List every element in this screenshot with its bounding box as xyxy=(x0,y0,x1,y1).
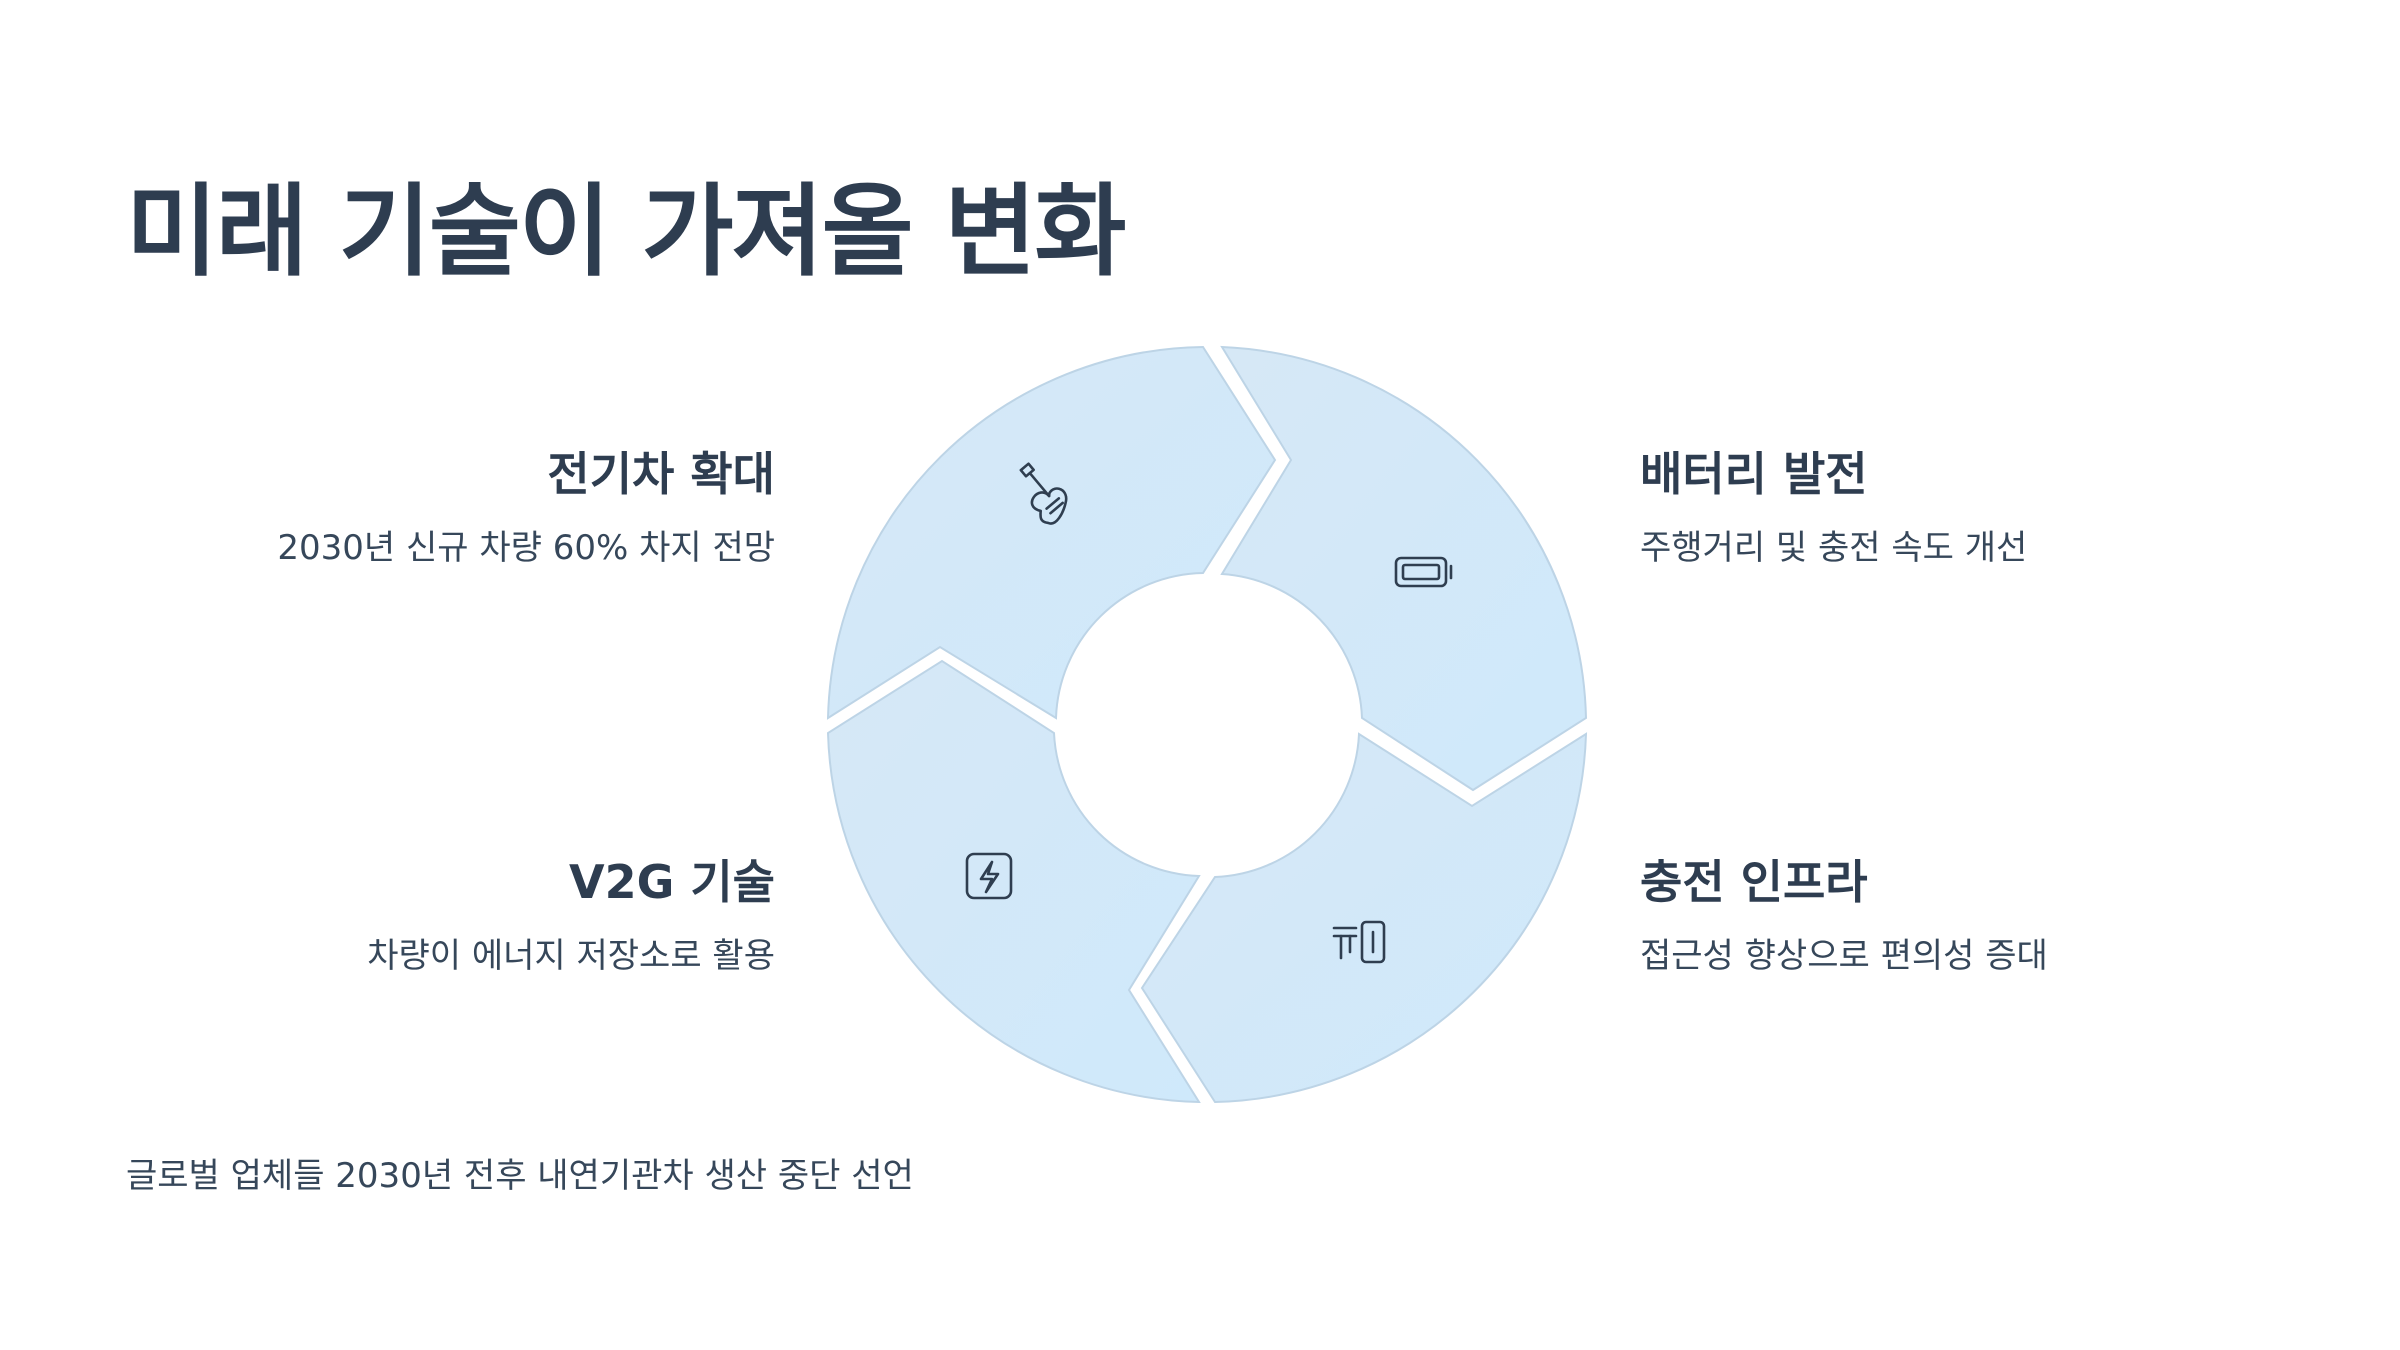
step-charging: 충전 인프라 접근성 향상으로 편의성 증대 xyxy=(1640,855,2260,977)
step-description: 접근성 향상으로 편의성 증대 xyxy=(1640,936,2048,977)
step-title: V2G 기술 xyxy=(568,855,775,909)
lightning-bolt-icon xyxy=(965,852,1013,900)
cycle-segment-ev-expansion xyxy=(826,345,1277,720)
cycle-segment-charging xyxy=(1140,732,1588,1104)
step-v2g: V2G 기술 차량이 에너지 저장소로 활용 xyxy=(155,855,775,977)
step-description: 2030년 신규 차량 60% 차지 전망 xyxy=(277,528,775,569)
step-title: 전기차 확대 xyxy=(547,447,775,501)
step-description: 주행거리 및 충전 속도 개선 xyxy=(1640,528,2028,569)
cycle-segment-v2g xyxy=(826,659,1201,1104)
step-title: 충전 인프라 xyxy=(1640,855,1868,909)
charging-station-icon xyxy=(1332,920,1386,964)
step-title: 배터리 발전 xyxy=(1640,447,1868,501)
footnote: 글로벌 업체들 2030년 전후 내연기관차 생산 중단 선언 xyxy=(126,1156,914,1196)
step-ev-expansion: 전기차 확대 2030년 신규 차량 60% 차지 전망 xyxy=(155,447,775,569)
step-battery: 배터리 발전 주행거리 및 충전 속도 개선 xyxy=(1640,447,2260,569)
electric-guitar-icon xyxy=(1019,462,1068,525)
step-description: 차량이 에너지 저장소로 활용 xyxy=(367,936,775,977)
battery-icon xyxy=(1394,556,1453,588)
slide-title: 미래 기술이 가져올 변화 xyxy=(126,173,1126,290)
